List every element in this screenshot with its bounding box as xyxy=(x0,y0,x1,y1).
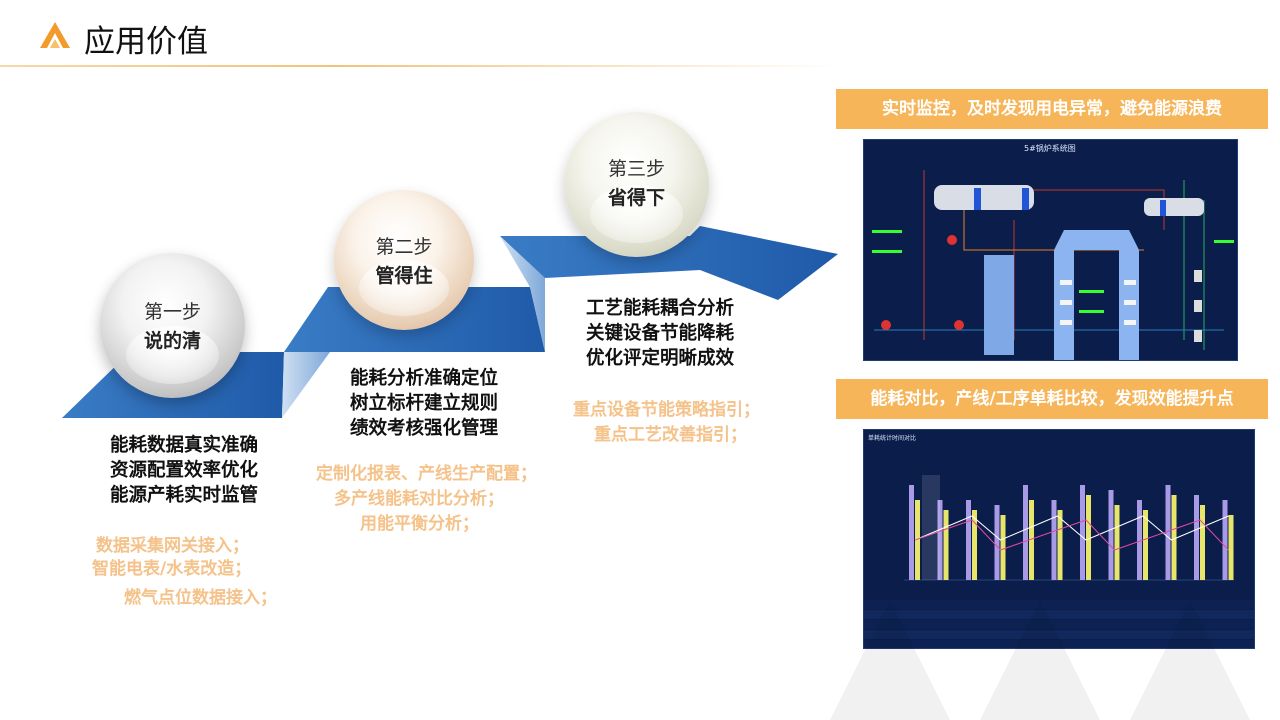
step-1-sphere: 第一步 说的清 xyxy=(100,253,245,398)
chart-bar xyxy=(1222,500,1228,580)
measure-line: 用能平衡分析； xyxy=(360,514,479,534)
scada-title: 5#锅炉系统图 xyxy=(1024,144,1076,153)
mini-bar-line-chart xyxy=(864,475,1254,648)
banner-energy-comparison: 能耗对比，产线/工序单耗比较，发现效能提升点 xyxy=(836,379,1268,419)
chart-bar xyxy=(915,500,920,580)
chart-bar xyxy=(1000,515,1006,580)
benefit-line: 能耗分析准确定位 xyxy=(350,368,499,389)
chart-bar xyxy=(994,505,1000,580)
step-3-caption: 第三步 省得下 xyxy=(564,154,709,210)
chart-bar xyxy=(937,500,943,580)
chart-bar xyxy=(1143,510,1148,580)
measure-line: 定制化报表、产线生产配置； xyxy=(316,464,537,484)
chart-bar xyxy=(1051,500,1057,580)
table-row xyxy=(864,600,1254,609)
step-1-caption: 第一步 说的清 xyxy=(100,297,245,353)
measure-line: 多产线能耗对比分析； xyxy=(334,489,504,509)
step-2-caption: 第二步 管得住 xyxy=(334,232,474,288)
step-1-measure-1: 数据采集网关接入； xyxy=(96,534,249,559)
sphere-gloss xyxy=(590,184,683,243)
scada-schematic xyxy=(872,170,1234,360)
chart-bar xyxy=(1171,495,1177,580)
step-1-measure-2: 智能电表/水表改造； xyxy=(92,557,251,582)
page-title: 应用价值 xyxy=(84,24,208,60)
step-1-label: 第一步 xyxy=(143,301,201,323)
step-1-measure-3: 燃气点位数据接入； xyxy=(124,586,277,611)
table-row xyxy=(864,610,1254,619)
chart-line-series xyxy=(914,519,1229,551)
chart-bar xyxy=(1023,485,1028,580)
chart-bar xyxy=(909,485,914,580)
header: 应用价值 xyxy=(0,0,1280,70)
chart-bar xyxy=(1114,505,1120,580)
stair-riser-2 xyxy=(500,236,545,352)
step-2-title: 管得住 xyxy=(375,265,433,287)
benefit-line: 树立标杆建立规则 xyxy=(350,393,499,414)
step-2-benefits: 能耗分析准确定位 树立标杆建立规则 绩效考核强化管理 xyxy=(350,366,498,441)
step-3-measure-2: 重点工艺改善指引； xyxy=(594,423,747,448)
sphere-gloss xyxy=(126,325,219,384)
benefit-line: 能耗数据真实准确 xyxy=(110,435,259,456)
table-row xyxy=(864,630,1254,639)
step-2-sphere: 第二步 管得住 xyxy=(334,190,474,330)
chart-bar xyxy=(1057,510,1063,580)
step-2-measure-1: 定制化报表、产线生产配置； xyxy=(316,462,537,487)
chart-bar xyxy=(1165,485,1171,580)
step-2-measure-2: 多产线能耗对比分析； xyxy=(334,487,504,512)
step-1-benefits: 能耗数据真实准确 资源配置效率优化 能源产耗实时监管 xyxy=(110,433,258,508)
step-3-benefits: 工艺能耗耦合分析 关键设备节能降耗 优化评定明晰成效 xyxy=(586,296,734,371)
chart-bar xyxy=(1137,500,1142,580)
step-3-label: 第三步 xyxy=(607,158,665,180)
chart-bar xyxy=(1200,505,1205,580)
chart-hover-band xyxy=(922,475,940,580)
chart-panel-title: 单耗统计时间对比 xyxy=(868,435,917,442)
scada-boiler-diagram: 5#锅炉系统图 xyxy=(863,139,1238,361)
chart-bar xyxy=(1108,490,1114,580)
benefit-line: 关键设备节能降耗 xyxy=(586,323,735,344)
measure-line: 重点工艺改善指引； xyxy=(594,425,747,445)
step-3-measure-1: 重点设备节能策略指引； xyxy=(573,398,760,423)
chart-bar xyxy=(1194,495,1199,580)
measure-line: 数据采集网关接入； xyxy=(96,536,249,556)
brand-logo-icon xyxy=(40,22,70,48)
chart-line-series xyxy=(914,515,1229,541)
header-divider xyxy=(0,65,840,67)
step-1-title: 说的清 xyxy=(143,330,201,352)
step-3-title: 省得下 xyxy=(607,187,665,209)
stair-step-3-arrow xyxy=(500,226,838,300)
benefit-line: 资源配置效率优化 xyxy=(110,460,259,481)
chart-bar xyxy=(966,500,971,580)
benefit-line: 绩效考核强化管理 xyxy=(350,418,499,439)
chart-bar xyxy=(1228,515,1234,580)
chart-bar xyxy=(943,510,949,580)
benefit-line: 工艺能耗耦合分析 xyxy=(586,298,735,319)
chart-bar xyxy=(1029,500,1034,580)
background-watermark xyxy=(830,600,1250,720)
energy-comparison-dashboard: 单耗统计时间对比 xyxy=(863,429,1255,649)
sphere-gloss xyxy=(359,260,449,316)
table-row xyxy=(864,620,1254,629)
benefit-line: 能源产耗实时监管 xyxy=(110,485,259,506)
chart-bar xyxy=(972,510,977,580)
banner-realtime-monitoring: 实时监控，及时发现用电异常，避免能源浪费 xyxy=(836,89,1268,129)
step-2-label: 第二步 xyxy=(375,236,433,258)
benefit-line: 优化评定明晰成效 xyxy=(586,348,735,369)
step-3-sphere: 第三步 省得下 xyxy=(564,112,709,257)
measure-line: 重点设备节能策略指引； xyxy=(573,400,760,420)
chart-bar xyxy=(1086,495,1091,580)
table-row xyxy=(864,640,1254,648)
measure-line: 智能电表/水表改造； xyxy=(92,559,252,579)
step-2-measure-3: 用能平衡分析； xyxy=(360,512,479,537)
chart-bar xyxy=(1080,485,1085,580)
measure-line: 燃气点位数据接入； xyxy=(124,588,277,608)
